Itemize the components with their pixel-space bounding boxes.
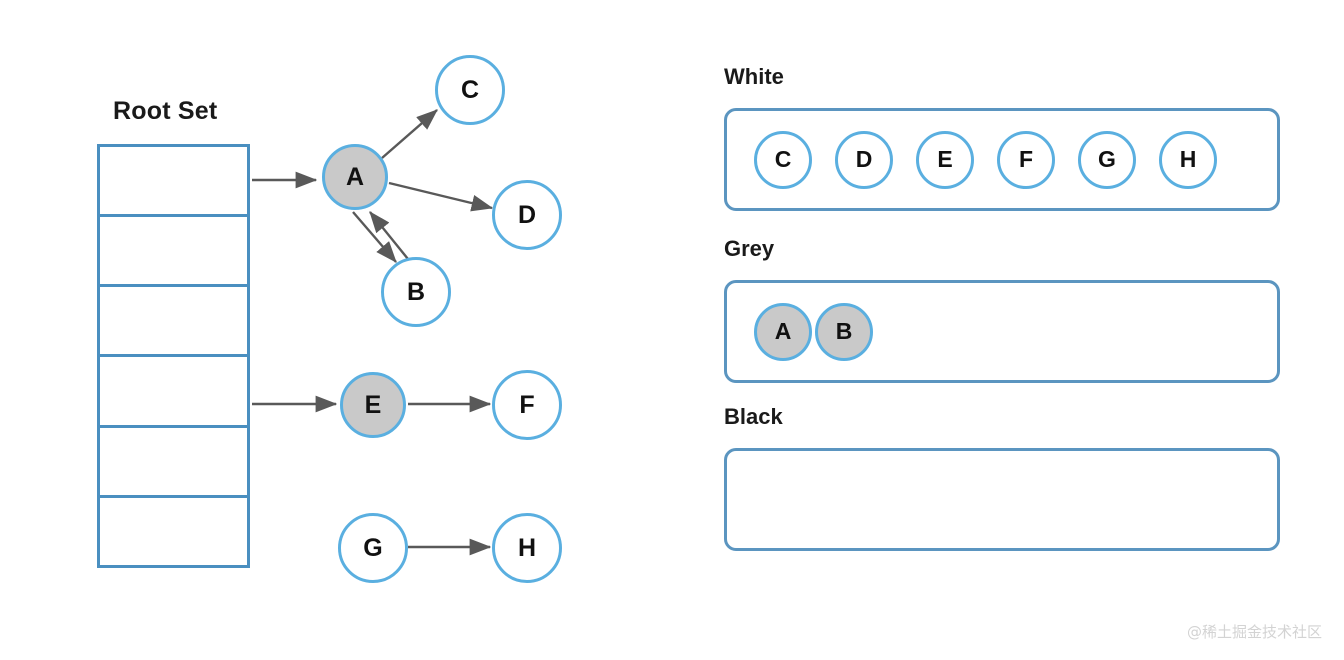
graph-node-label: E <box>364 390 382 419</box>
root-set-cell-6[interactable] <box>97 494 250 568</box>
bucket-box-white[interactable]: C D E F G H <box>724 108 1280 211</box>
bucket-node-white-h[interactable]: H <box>1159 130 1217 189</box>
root-set-table <box>97 144 250 583</box>
bucket-node-white-e[interactable]: E <box>916 130 974 189</box>
bucket-node-white-f[interactable]: F <box>997 130 1055 189</box>
graph-node-f[interactable]: F <box>492 370 562 440</box>
bucket-node-grey-b[interactable]: B <box>815 302 873 361</box>
graph-edges <box>252 109 494 556</box>
graph-node-g[interactable]: G <box>338 513 408 583</box>
graph-node-label: D <box>517 200 537 229</box>
watermark: @稀土掘金技术社区 <box>1186 623 1322 641</box>
graph-node-label: G <box>363 533 383 562</box>
root-set-title: Root Set <box>113 97 218 125</box>
bucket-title-white: White <box>724 64 784 89</box>
bucket-node-label: D <box>855 146 873 172</box>
bucket-node-label: B <box>835 318 853 344</box>
root-set-cell-1[interactable] <box>97 144 250 218</box>
edge-A-to-C <box>381 109 438 159</box>
graph-node-e[interactable]: E <box>340 372 406 438</box>
root-set-cell-3[interactable] <box>97 284 250 358</box>
bucket-node-label: F <box>1018 146 1034 172</box>
bucket-title-grey: Grey <box>724 236 775 261</box>
edge-A-to-B <box>352 211 397 263</box>
root-set-cell-4[interactable] <box>97 354 250 428</box>
graph-node-label: B <box>406 277 426 306</box>
graph-node-d[interactable]: D <box>492 180 562 250</box>
bucket-node-label: E <box>937 146 953 172</box>
bucket-title-black: Black <box>724 404 783 429</box>
bucket-node-label: H <box>1179 146 1197 172</box>
graph-node-label: F <box>519 390 535 419</box>
bucket-node-white-c[interactable]: C <box>754 130 812 189</box>
bucket-node-label: G <box>1098 146 1116 172</box>
graph-node-label: A <box>345 162 365 191</box>
object-graph-panel: Root Set A C D B E F G H <box>97 55 562 583</box>
graph-node-label: H <box>517 533 537 562</box>
graph-node-c[interactable]: C <box>435 55 505 125</box>
graph-node-h[interactable]: H <box>492 513 562 583</box>
graph-node-a[interactable]: A <box>322 144 388 210</box>
bucket-node-white-d[interactable]: D <box>835 130 893 189</box>
bucket-node-white-g[interactable]: G <box>1078 130 1136 189</box>
bucket-node-grey-a[interactable]: A <box>754 302 812 361</box>
bucket-node-label: C <box>774 146 792 172</box>
bucket-box-black[interactable] <box>724 448 1280 551</box>
bucket-node-label: A <box>774 318 792 344</box>
graph-node-label: C <box>460 75 480 104</box>
edge-A-to-D <box>388 181 494 212</box>
edge-B-to-A <box>369 211 413 265</box>
graph-node-b[interactable]: B <box>381 257 451 327</box>
